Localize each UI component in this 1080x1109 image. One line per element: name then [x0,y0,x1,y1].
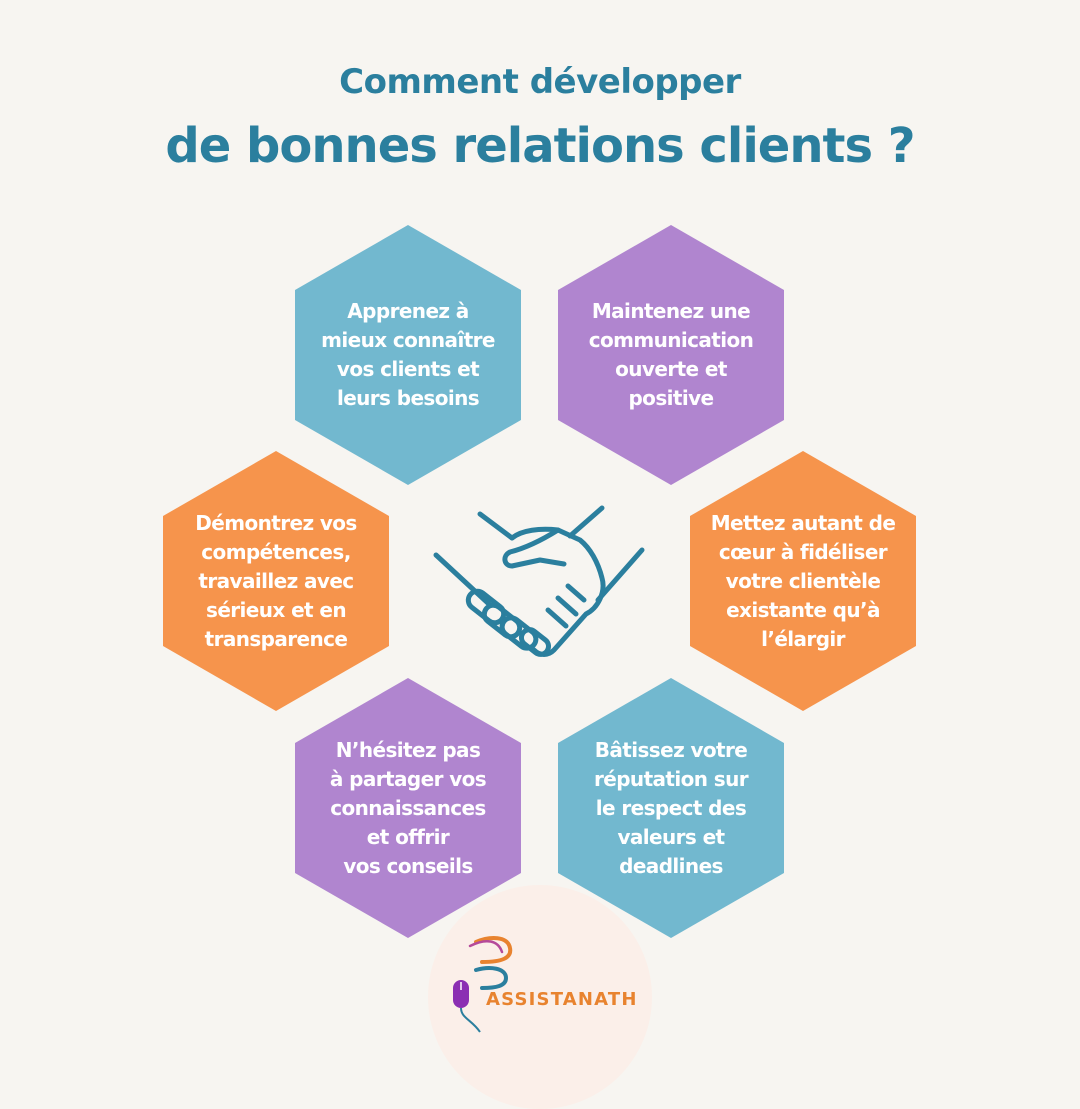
tip-hexagon-open-communication: Maintenez une communication ouverte et p… [558,225,784,485]
title-line-1: Comment développer [339,62,741,102]
tip-text: Bâtissez votre réputation sur le respect… [593,737,749,878]
logo-wordmark: ASSISTANATH [486,989,638,1010]
assistanath-logo [453,936,513,1033]
tip-hexagon-loyalty: Mettez autant de cœur à fidéliser votre … [690,451,916,711]
tip-text: Démontrez vos compétences, travaillez av… [195,510,357,651]
tip-hexagon-show-skills: Démontrez vos compétences, travaillez av… [163,451,389,711]
tip-text: Mettez autant de cœur à fidéliser votre … [710,510,896,651]
tip-text: Apprenez à mieux connaître vos clients e… [321,299,495,410]
tip-text: Maintenez une communication ouverte et p… [588,299,754,410]
logo-wordmark-text: ASSISTANATH [486,989,638,1010]
computer-mouse-icon [453,980,481,1033]
tip-text: N’hésitez pas à partager vos connaissanc… [329,737,487,878]
title-line-2: de bonnes relations clients ? [165,118,915,174]
tip-hexagon-know-clients: Apprenez à mieux connaître vos clients e… [295,225,521,485]
handshake-icon [433,505,645,657]
